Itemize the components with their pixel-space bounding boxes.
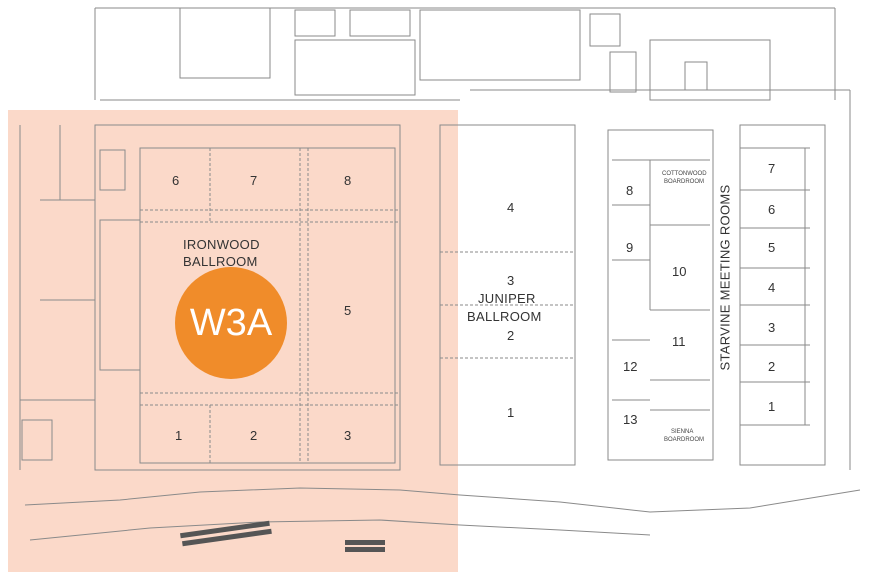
juniper-room-3[interactable]: 3 (507, 273, 515, 288)
ironwood-name-line1: IRONWOOD (183, 237, 260, 252)
starvine-room-6[interactable]: 6 (768, 202, 776, 217)
starvine-room-3[interactable]: 3 (768, 320, 776, 335)
elevator-bank-right (589, 13, 621, 47)
ironwood-name-line2: BALLROOM (183, 254, 258, 269)
ironwood-room-7[interactable]: 7 (250, 173, 258, 188)
ironwood-outline (94, 124, 401, 471)
starvine-room-5[interactable]: 5 (768, 240, 776, 255)
sienna-label-line2: BOARDROOM (664, 437, 705, 443)
ironwood-room-8[interactable]: 8 (344, 173, 352, 188)
juniper-room-4[interactable]: 4 (507, 200, 515, 215)
starvine-room-1[interactable]: 1 (768, 399, 776, 414)
top-room-c (419, 9, 581, 81)
starvine-name: STARVINE MEETING ROOMS (717, 184, 733, 371)
center-room-12[interactable]: 12 (623, 359, 638, 374)
sienna-label-line1: SIENNA (671, 429, 694, 435)
top-room-d (649, 39, 771, 101)
ironwood-room-1[interactable]: 1 (175, 428, 183, 443)
center-room-11[interactable]: 11 (672, 334, 686, 349)
starvine-room-7[interactable]: 7 (768, 161, 776, 176)
juniper-outline (439, 124, 576, 466)
ironwood-room-3[interactable]: 3 (344, 428, 352, 443)
center-room-13[interactable]: 13 (623, 412, 638, 427)
center-room-9[interactable]: 9 (626, 240, 634, 255)
elevator-bank-right-2 (609, 51, 637, 93)
juniper-room-2[interactable]: 2 (507, 328, 515, 343)
center-room-10[interactable]: 10 (672, 264, 687, 279)
center-room-8[interactable]: 8 (626, 183, 634, 198)
juniper-name-line1: JUNIPER (478, 291, 536, 306)
ironwood-room-5[interactable]: 5 (344, 303, 352, 318)
starvine-outline (739, 124, 826, 466)
lower-facade (24, 487, 861, 513)
ironwood-room-2[interactable]: 2 (250, 428, 258, 443)
top-room-a (179, 7, 271, 79)
stair-top-right (684, 61, 708, 91)
juniper-name-line2: BALLROOM (467, 309, 542, 324)
elevator-bank-top (294, 9, 336, 37)
center-block-outline (607, 129, 714, 461)
top-room-b (294, 39, 416, 96)
cottonwood-label-line1: COTTONWOOD (662, 171, 707, 177)
w3a-badge: W3A (175, 267, 287, 379)
starvine-room-2[interactable]: 2 (768, 359, 776, 374)
cottonwood-label-line2: BOARDROOM (664, 179, 705, 185)
elevator-bank-top-2 (349, 9, 411, 37)
escalator-icon (180, 520, 385, 552)
juniper-room-1[interactable]: 1 (507, 405, 515, 420)
starvine-room-4[interactable]: 4 (768, 280, 776, 295)
top-corridor-walls (94, 7, 851, 470)
ironwood-room-6[interactable]: 6 (172, 173, 180, 188)
